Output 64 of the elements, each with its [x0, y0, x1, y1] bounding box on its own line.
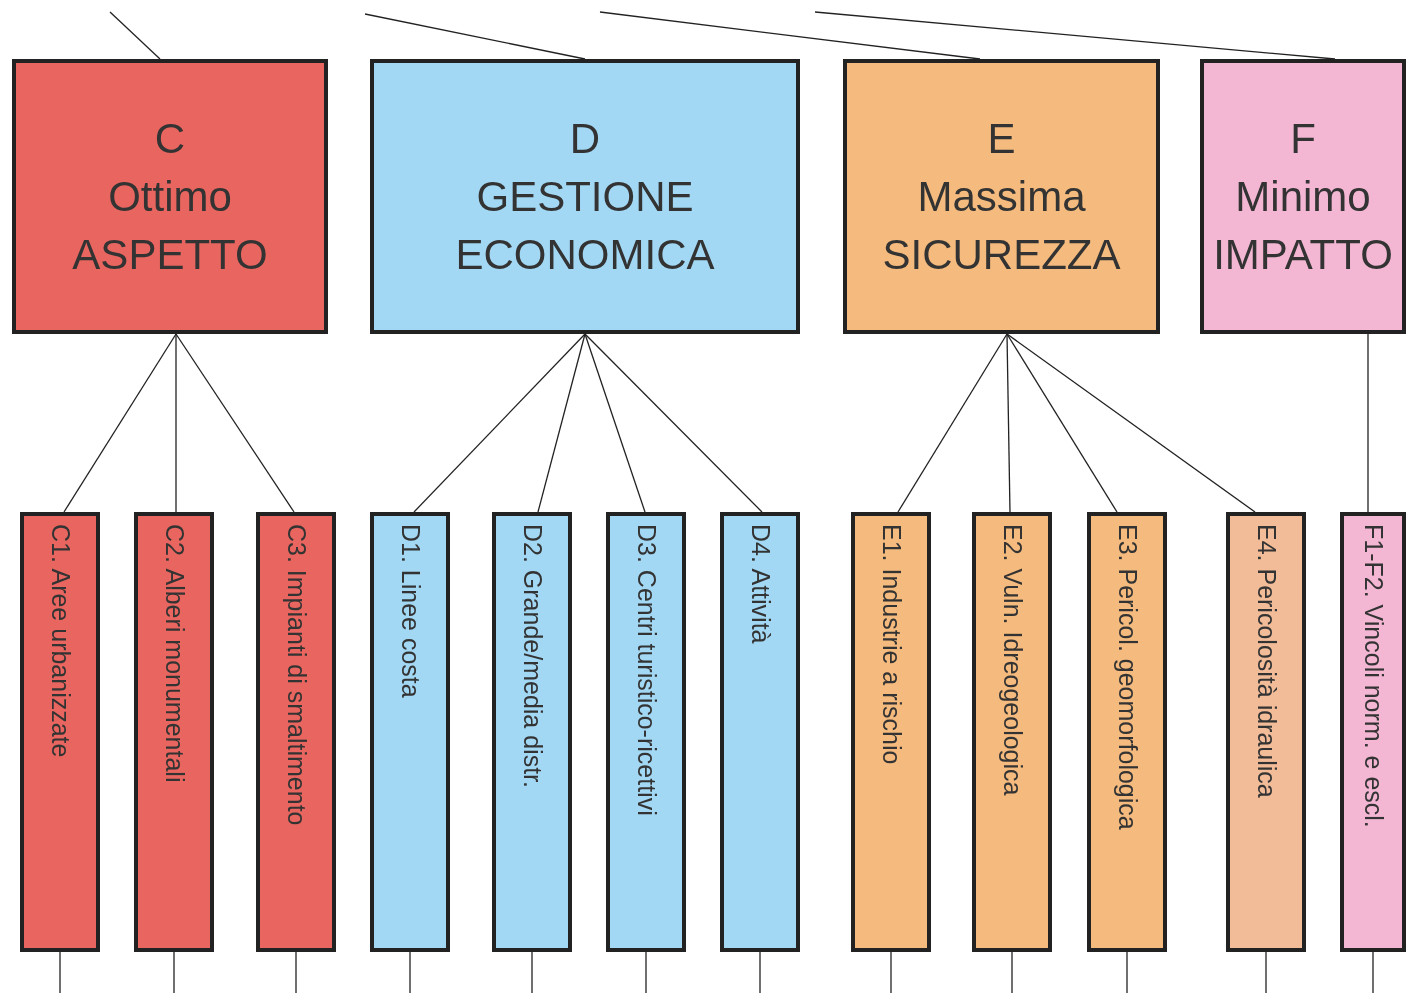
- criterion-label: C2. Alberi monumentali: [159, 523, 189, 785]
- connector-line: [175, 333, 177, 513]
- criterion-label: D2. Grande/media distr.: [517, 523, 547, 790]
- connector-line: [1011, 951, 1013, 993]
- category-letter: C: [154, 113, 186, 164]
- criterion-label: E1. Industrie a rischio: [876, 523, 906, 767]
- criterion-box: [492, 512, 572, 952]
- connector-line: [59, 951, 61, 993]
- connector-line: [584, 333, 646, 513]
- category-box: [370, 59, 800, 334]
- connector-line: [1367, 333, 1369, 513]
- connector-line: [295, 951, 297, 993]
- connector-line: [890, 951, 892, 993]
- criterion-label: E4. Pericolosità idraulica: [1251, 523, 1281, 800]
- criterion-box: [20, 512, 100, 952]
- criterion-box: [1087, 512, 1167, 952]
- connector-line: [1126, 951, 1128, 993]
- criterion-label: C1. Aree urbanizzate: [45, 523, 75, 760]
- connector-line: [645, 951, 647, 993]
- criterion-label: C3. Impianti di smaltimento: [281, 523, 311, 828]
- criterion-label: D4. Attività: [745, 523, 775, 646]
- criterion-box: [370, 512, 450, 952]
- connector-line: [63, 333, 177, 513]
- category-box: [843, 59, 1160, 334]
- connector-line: [109, 11, 161, 60]
- connector-line: [173, 951, 175, 993]
- connector-line: [364, 13, 586, 60]
- connector-line: [897, 333, 1008, 513]
- connector-line: [413, 333, 586, 513]
- criterion-label: E3. Pericol. geomorfologica: [1112, 523, 1142, 832]
- category-title: Massima SICUREZZA: [882, 171, 1121, 280]
- criterion-box: [134, 512, 214, 952]
- criterion-box: [606, 512, 686, 952]
- category-box: [1200, 59, 1406, 334]
- criterion-label: E2. Vuln. Idreogeologica: [997, 523, 1027, 798]
- connector-line: [537, 333, 586, 513]
- connector-line: [1372, 951, 1374, 993]
- connector-line: [1006, 333, 1118, 513]
- connector-line: [409, 951, 411, 993]
- connector-line: [175, 333, 295, 513]
- criterion-box: [1340, 512, 1406, 952]
- connector-line: [1006, 333, 1256, 513]
- connector-line: [531, 951, 533, 993]
- connector-line: [1265, 951, 1267, 993]
- criterion-box: [972, 512, 1052, 952]
- connector-line: [599, 11, 981, 60]
- category-title: GESTIONE ECONOMICA: [455, 171, 715, 280]
- category-letter: F: [1290, 113, 1316, 164]
- category-box: [12, 59, 328, 334]
- criterion-box: [851, 512, 931, 952]
- connector-line: [759, 951, 761, 993]
- category-letter: D: [569, 113, 601, 164]
- criterion-label: D3. Centri turistico-ricettivi: [631, 523, 661, 818]
- category-letter: E: [987, 113, 1016, 164]
- category-title: Ottimo ASPETTO: [72, 171, 268, 280]
- criterion-label: D1. Linee costa: [395, 523, 425, 700]
- connector-line: [584, 333, 763, 513]
- criterion-box: [720, 512, 800, 952]
- category-title: Minimo IMPATTO: [1213, 171, 1393, 280]
- criterion-box: [1226, 512, 1306, 952]
- connector-line: [814, 11, 1336, 60]
- criterion-box: [256, 512, 336, 952]
- criterion-label: F1-F2. Vincoli norm. e escl.: [1358, 523, 1388, 830]
- connector-line: [1006, 333, 1011, 513]
